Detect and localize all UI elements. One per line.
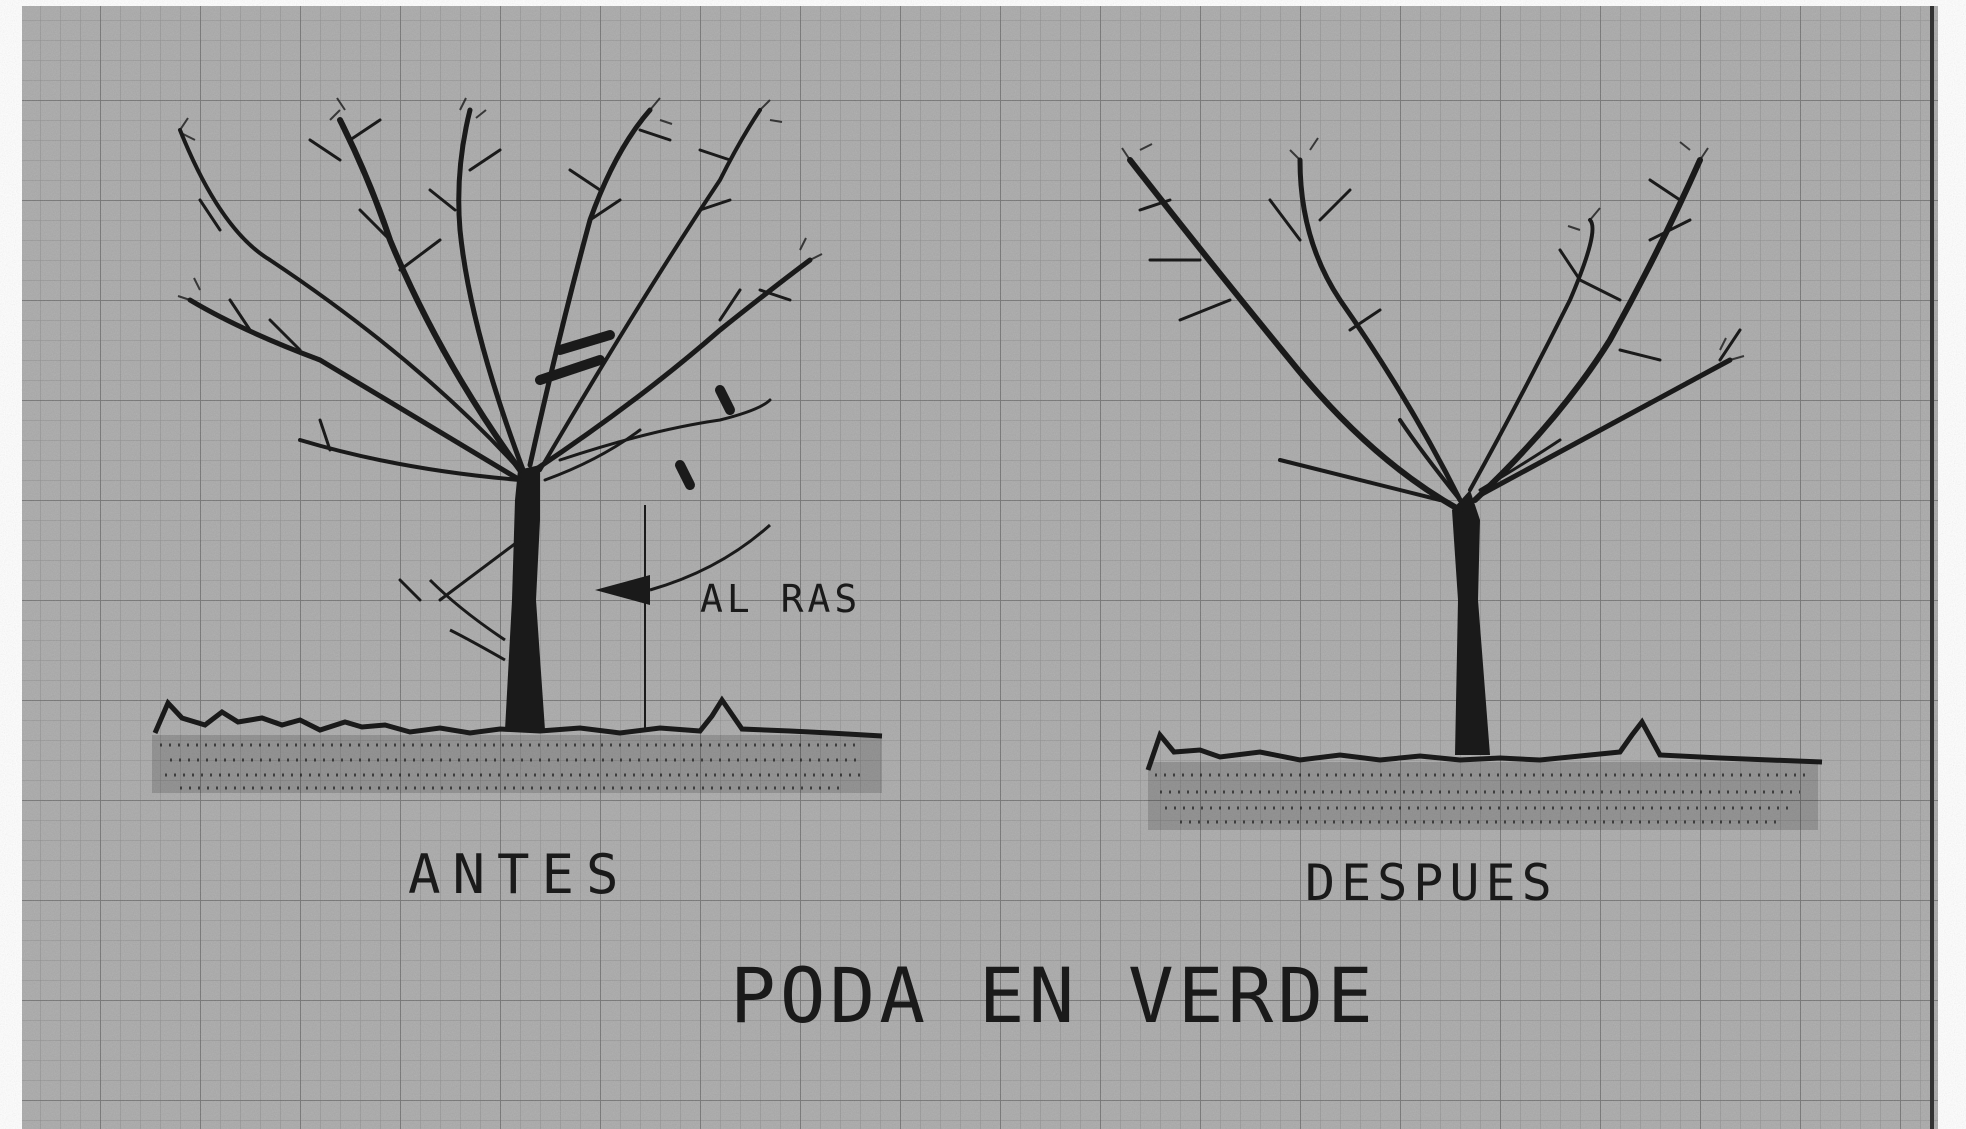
trunk-right bbox=[1452, 490, 1490, 755]
figure-title: PODA EN VERDE bbox=[730, 951, 1377, 1040]
annotation-al-ras: AL RAS bbox=[700, 577, 861, 621]
arrow-icon bbox=[595, 505, 772, 730]
tree-after-icon bbox=[1121, 137, 1823, 830]
tree-before-icon bbox=[152, 97, 883, 793]
label-despues: DESPUES bbox=[1305, 854, 1558, 912]
ground-left bbox=[152, 695, 883, 793]
label-antes: ANTES bbox=[408, 843, 631, 906]
paper-grain bbox=[22, 6, 1938, 1129]
ground-right bbox=[1145, 717, 1823, 830]
trunk-left bbox=[505, 465, 545, 730]
